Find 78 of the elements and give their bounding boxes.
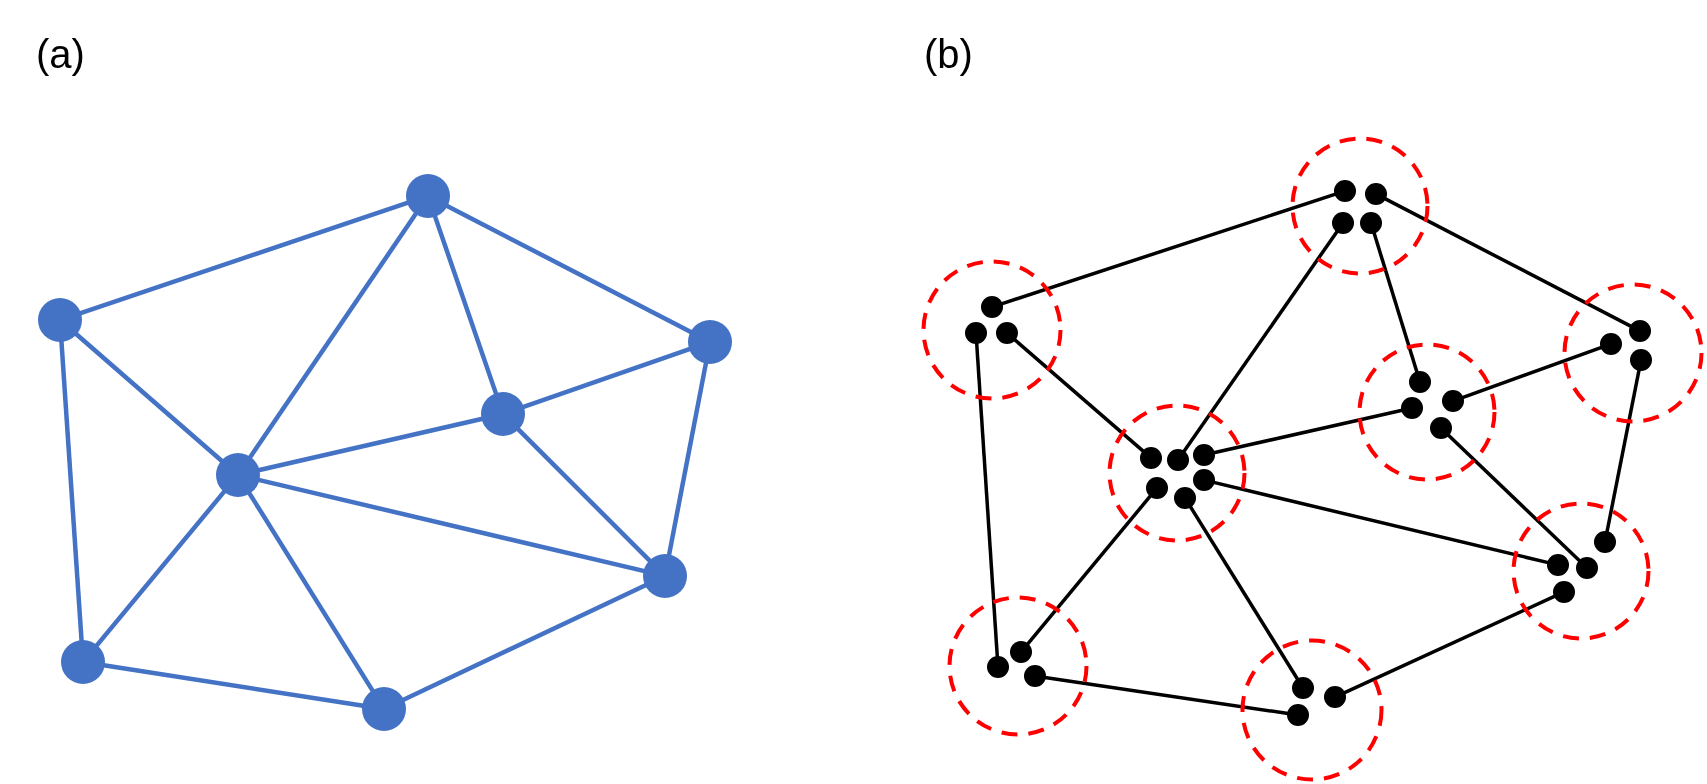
dot	[1553, 581, 1575, 603]
connector-line	[1447, 433, 1581, 563]
dot	[1193, 469, 1215, 491]
graph-node	[481, 392, 525, 436]
connector-line	[74, 332, 224, 463]
dot	[1146, 477, 1168, 499]
dashed-circle	[1290, 136, 1430, 276]
dot	[1629, 320, 1651, 342]
connector-line	[666, 362, 709, 556]
dot	[1332, 212, 1354, 234]
graph-node	[38, 298, 82, 342]
dashed-circle	[921, 259, 1063, 401]
dashed-circle	[1562, 282, 1704, 424]
connector-line	[445, 203, 693, 335]
connector-line	[974, 342, 1000, 658]
dashed-circle	[1240, 638, 1384, 782]
dot	[1010, 641, 1032, 663]
connector-line	[1343, 594, 1556, 695]
panel-label: (b)	[924, 34, 973, 74]
connector-line	[1188, 505, 1300, 681]
dot	[1547, 554, 1569, 576]
connector-line	[1461, 345, 1603, 400]
dot	[996, 322, 1018, 344]
dot	[1600, 333, 1622, 355]
dot	[1401, 397, 1423, 419]
dot	[1360, 212, 1382, 234]
graph-node	[688, 320, 732, 364]
dot	[1174, 487, 1196, 509]
graph-node	[643, 554, 687, 598]
connector-line	[247, 491, 375, 693]
connector-line	[432, 215, 499, 395]
connector-line	[1044, 675, 1289, 716]
dashed-circle	[1357, 342, 1497, 482]
dot	[1324, 686, 1346, 708]
dot	[1430, 417, 1452, 439]
dot	[1334, 180, 1356, 202]
connector-line	[1026, 494, 1152, 646]
dot	[1365, 183, 1387, 205]
dot	[1442, 390, 1464, 412]
dot	[987, 656, 1009, 678]
connector-line	[103, 663, 364, 708]
dot	[1167, 449, 1189, 471]
connector-line	[1213, 408, 1403, 455]
dot	[1024, 665, 1046, 687]
connector-line	[257, 416, 484, 473]
dot	[1576, 557, 1598, 579]
dashed-circle	[1107, 403, 1247, 543]
dashed-circle	[1511, 501, 1651, 641]
connector-line	[1013, 338, 1145, 453]
dot	[1292, 677, 1314, 699]
connector-line	[522, 346, 691, 410]
connector-line	[1605, 369, 1641, 533]
dot	[981, 296, 1003, 318]
connector-line	[257, 477, 646, 574]
dot	[1287, 704, 1309, 726]
connector-line	[1182, 230, 1339, 453]
connector-line	[1213, 480, 1549, 565]
graph-node	[61, 640, 105, 684]
connector-line	[1372, 232, 1419, 373]
connector-line	[247, 212, 419, 459]
graph-node	[216, 453, 260, 497]
graph-node	[406, 174, 450, 218]
dot	[1140, 447, 1162, 469]
connector-line	[402, 582, 647, 703]
panel-label: (a)	[36, 34, 85, 74]
dot	[1193, 444, 1215, 466]
connector-line	[1384, 197, 1632, 328]
dot	[1630, 349, 1652, 371]
dot	[1594, 531, 1616, 553]
connector-line	[1000, 192, 1337, 306]
connector-line	[94, 489, 227, 648]
connector-line	[59, 340, 84, 642]
dashed-circle	[947, 595, 1089, 737]
dot	[1409, 371, 1431, 393]
dot	[965, 322, 987, 344]
connector-line	[79, 200, 409, 316]
graph-node	[362, 687, 406, 731]
connector-line	[516, 427, 652, 563]
